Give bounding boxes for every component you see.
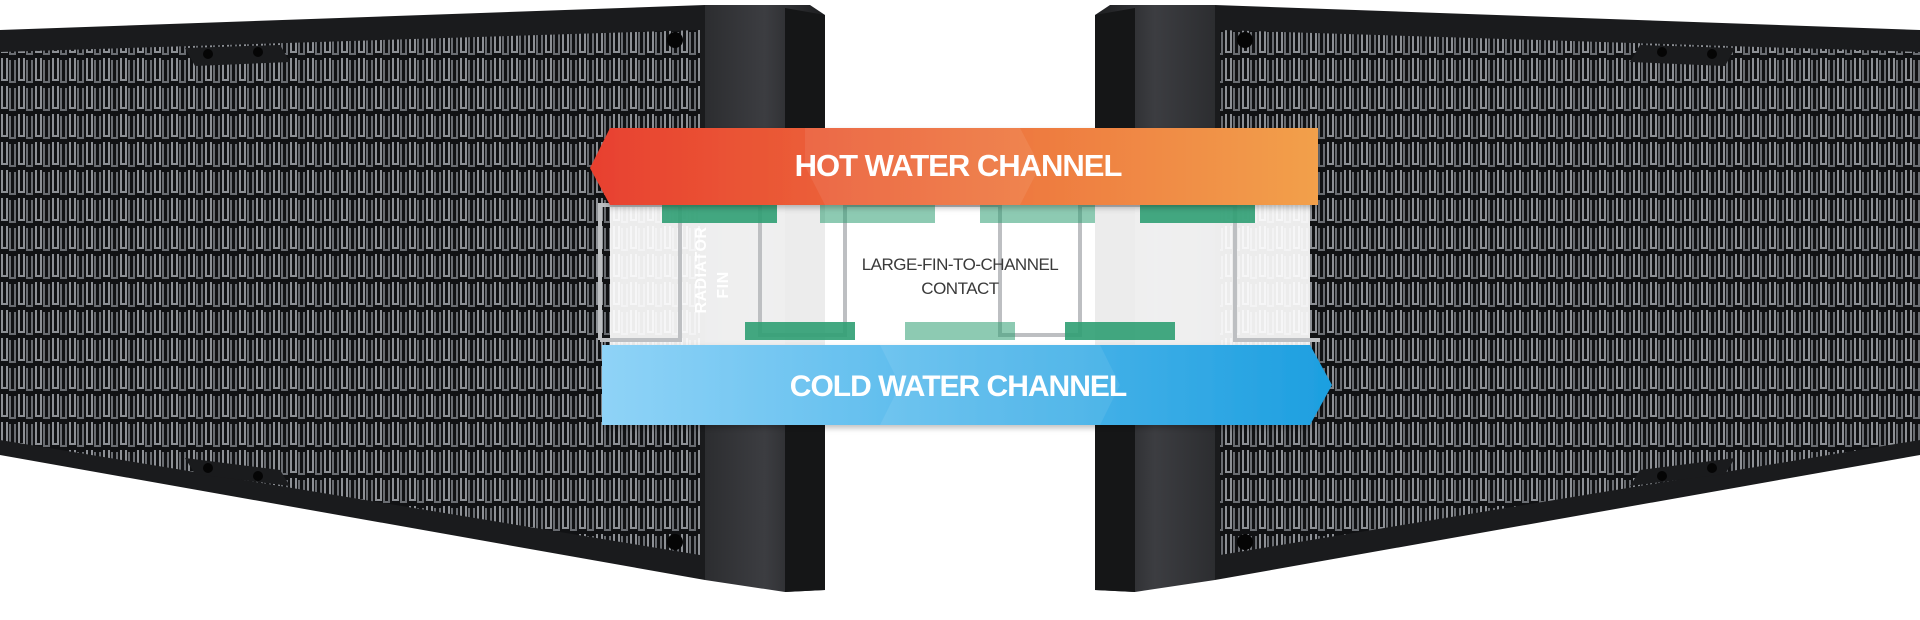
hot-water-label: HOT WATER CHANNEL: [795, 148, 1122, 183]
mount-hole: [1707, 49, 1717, 59]
contact-label-line1: LARGE-FIN-TO-CHANNEL: [862, 255, 1059, 274]
mount-hole: [667, 534, 683, 550]
left-radiator-fins: [0, 30, 700, 555]
fin-contact-pad: [1065, 322, 1175, 340]
cold-water-chevron: [880, 345, 1120, 425]
fin-contact-pad: [905, 322, 1015, 340]
cross-section-backdrop: [610, 205, 1310, 345]
mount-hole: [203, 49, 213, 59]
fin-label-line2: FIN: [715, 271, 732, 298]
cold-water-label: COLD WATER CHANNEL: [790, 370, 1127, 403]
hot-water-channel: HOT WATER CHANNEL: [590, 128, 1318, 205]
fin-channel-diagram: LARGE-FIN-TO-CHANNEL CONTACT RADIATOR FI…: [590, 128, 1332, 425]
mount-hole: [203, 463, 213, 473]
hot-water-chevron: [805, 128, 1040, 205]
fin-contact-pad: [662, 205, 777, 223]
fin-contact-pad: [820, 205, 935, 223]
contact-label-line2: CONTACT: [921, 279, 999, 298]
mount-hole: [1707, 463, 1717, 473]
mount-hole: [1237, 32, 1253, 48]
radiator-fin-outline-left: [600, 205, 682, 342]
cold-water-channel: COLD WATER CHANNEL: [602, 345, 1332, 425]
fin-label-line1: RADIATOR: [693, 227, 710, 314]
mount-hole: [253, 471, 263, 481]
fin-contact-pad: [745, 322, 855, 340]
mount-hole: [667, 32, 683, 48]
radiator-fin-label: RADIATOR: [693, 227, 710, 314]
mount-hole: [1657, 47, 1667, 57]
fin-contact-pad: [980, 205, 1095, 223]
mount-hole: [1657, 471, 1667, 481]
right-radiator-fins: [1220, 30, 1920, 555]
fin-contact-pad: [1140, 205, 1255, 223]
radiator-fin-label-2: FIN: [715, 271, 732, 298]
mount-hole: [1237, 534, 1253, 550]
mount-hole: [253, 47, 263, 57]
